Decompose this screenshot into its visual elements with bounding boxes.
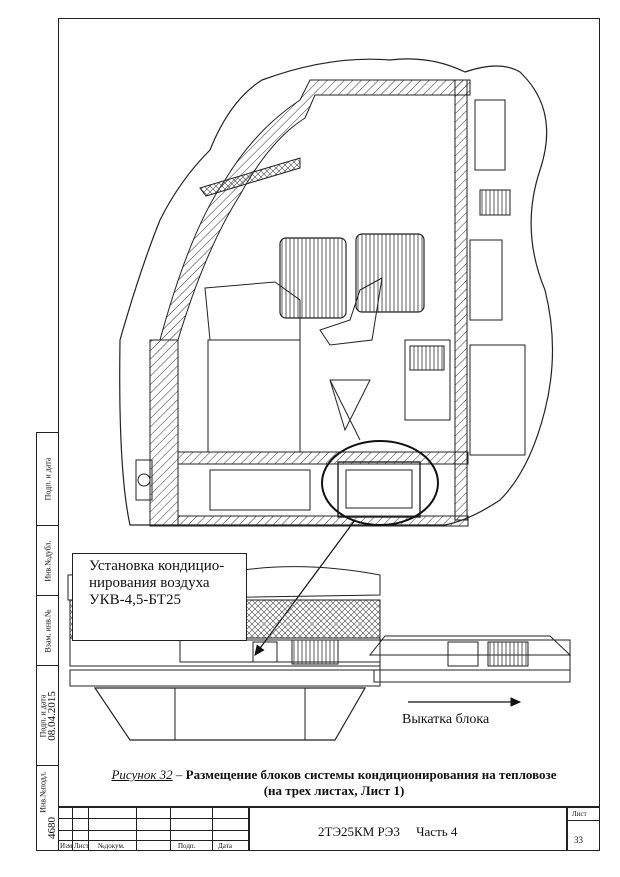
locomotive-cab-drawing (67, 58, 572, 741)
vzam-inv-label: Взам. инв.№ (43, 608, 53, 653)
inv-value: 4680 (46, 816, 58, 839)
figure-caption: Рисунок 32 – Размещение блоков системы к… (70, 767, 598, 799)
ac-unit-callout: Установка кондицио- нирования воздуха УК… (72, 553, 247, 641)
col-list: Лист (74, 842, 89, 850)
drawing-frame (58, 18, 600, 851)
caption-dash: – (172, 767, 186, 782)
callout-line-1: Установка кондицио- (89, 558, 225, 574)
document-designation: 2ТЭ25КМ РЭ3 Часть 4 (318, 824, 457, 840)
callout-line-3: УКВ-4,5-БТ25 (89, 592, 181, 608)
sheet-label: Лист (572, 810, 587, 818)
margin-strip: Подп. и дата Инв.№дубл. Взам. инв.№ Подп… (36, 432, 59, 851)
col-izm: Изм (60, 842, 73, 850)
col-date: Дата (218, 842, 232, 850)
sheet-number: 33 (574, 835, 583, 845)
callout-line-2: нирования воздуха (89, 575, 210, 591)
inv-podl-label: Инв.№подл. (38, 771, 48, 813)
caption-line-1: Размещение блоков системы кондиционирова… (185, 767, 557, 782)
col-docnum: №докум. (98, 842, 125, 850)
eject-label: Выкатка блока (402, 712, 490, 727)
date-value: 08.04.2015 (46, 690, 58, 741)
figure-ref: Рисунок 32 (111, 767, 173, 782)
document-part: Часть 4 (416, 824, 458, 839)
col-sign: Подп. (178, 842, 196, 850)
sign-date-top: Подп. и дата (43, 457, 53, 501)
designation-code: 2ТЭ25КМ РЭ3 (318, 824, 400, 839)
inv-dubl-label: Инв.№дубл. (43, 539, 53, 582)
caption-line-2: (на трех листах, Лист 1) (263, 783, 405, 798)
